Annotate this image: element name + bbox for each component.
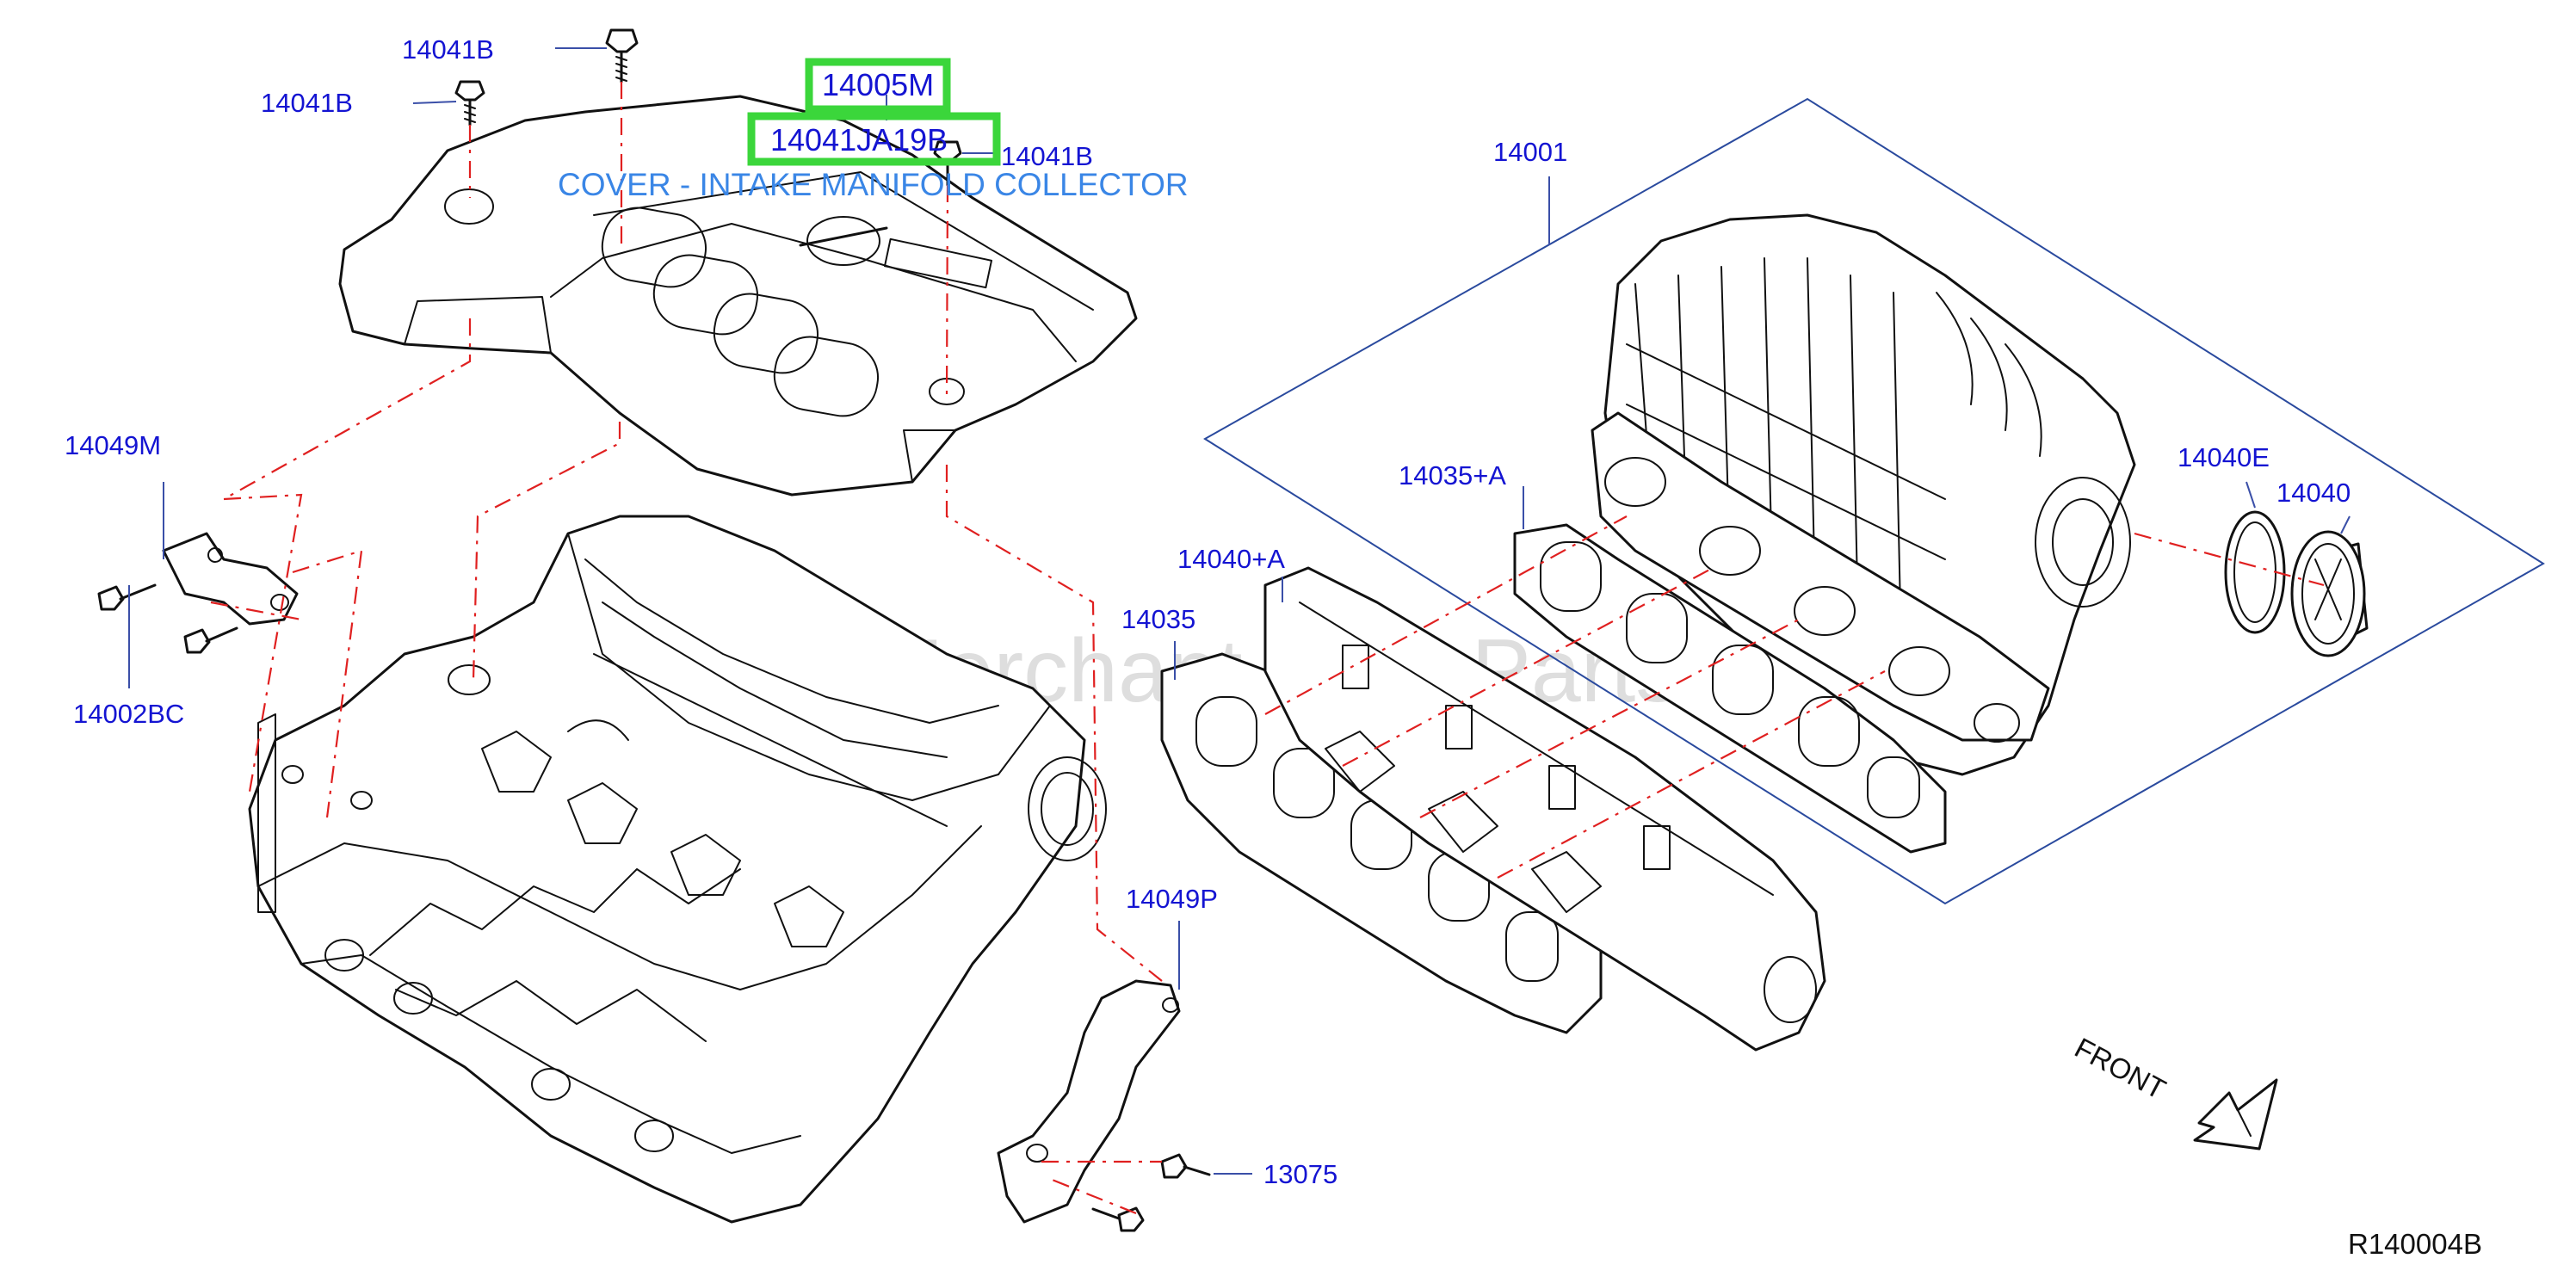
- bracket-14049m[interactable]: [162, 532, 299, 626]
- bolt-14041b-left[interactable]: [454, 80, 485, 126]
- label-14001: 14001: [1493, 137, 1567, 167]
- front-label: FRONT: [2070, 1032, 2171, 1106]
- bracket-14049p[interactable]: [997, 979, 1181, 1224]
- cover-intake-manifold-collector[interactable]: [338, 95, 1138, 497]
- label-14041ja19b[interactable]: 14041JA19B: [770, 122, 948, 157]
- label-14040e: 14040E: [2178, 442, 2270, 472]
- label-14049p: 14049P: [1126, 884, 1218, 914]
- bolt-14002bc-a[interactable]: [97, 583, 157, 611]
- assembly-frame-14001: [1203, 97, 2545, 905]
- bolt-14041b-top[interactable]: [605, 28, 639, 83]
- label-14002bc: 14002BC: [73, 699, 184, 729]
- cylinder-head-assembly: [248, 515, 1107, 1224]
- label-14041b-right: 14041B: [1001, 141, 1093, 171]
- assembly-center-lines: [210, 82, 2325, 1215]
- gasket-14035a[interactable]: [1513, 523, 1947, 854]
- highlight-box-14041ja19b: [747, 112, 1001, 166]
- label-14035: 14035: [1121, 604, 1195, 634]
- front-direction-arrow: [2193, 1078, 2278, 1151]
- label-14035a: 14035+A: [1399, 460, 1506, 490]
- label-14005m[interactable]: 14005M: [822, 67, 934, 102]
- bolt-14002bc-b[interactable]: [183, 626, 238, 654]
- label-13075: 13075: [1263, 1159, 1337, 1189]
- ring-14040[interactable]: [2290, 530, 2369, 657]
- leader-lines: [128, 47, 2351, 1175]
- intake-runner-14040a[interactable]: [1263, 566, 1826, 1052]
- label-14040a: 14040+A: [1177, 544, 1285, 574]
- bolt-13075-a[interactable]: [1160, 1153, 1211, 1179]
- reference-code: R140004B: [2348, 1228, 2482, 1260]
- label-14040: 14040: [2276, 478, 2351, 508]
- label-14041b-top: 14041B: [402, 34, 494, 65]
- label-14041b-left: 14041B: [261, 88, 353, 118]
- bolt-13075-b[interactable]: [1091, 1206, 1145, 1232]
- caption-cover: COVER - INTAKE MANIFOLD COLLECTOR: [558, 167, 1189, 202]
- ring-14040e[interactable]: [2224, 510, 2286, 634]
- label-14049m: 14049M: [65, 430, 161, 460]
- highlight-box-14005m: [805, 58, 951, 114]
